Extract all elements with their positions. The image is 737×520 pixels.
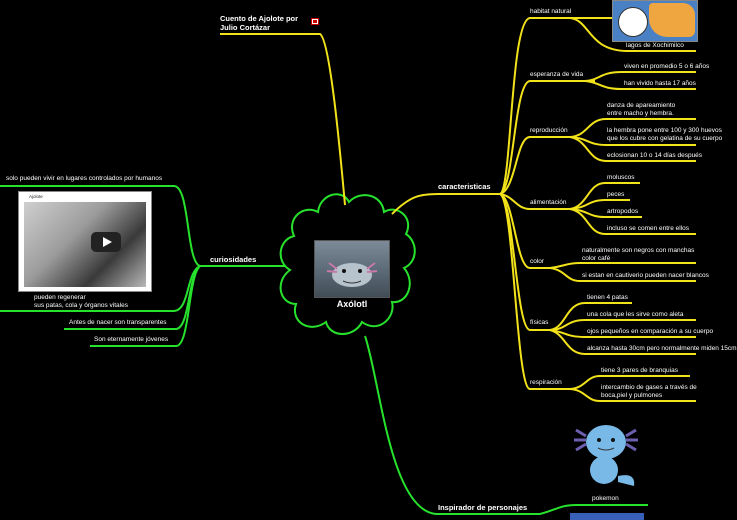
inspirador-node: Inspirador de personajes xyxy=(438,503,528,512)
pokemon-image xyxy=(570,513,644,520)
respiracion-node: respiración xyxy=(530,379,562,386)
map-image xyxy=(612,0,698,42)
curiosidad-item: Antes de nacer son transparentes xyxy=(69,319,167,326)
alimentacion-item: peces xyxy=(607,191,625,198)
reproduccion-item: la hembra pone entre 100 y 300 huevos xyxy=(607,127,722,134)
alimentacion-item: moluscos xyxy=(607,174,635,181)
wooper-image xyxy=(568,420,644,490)
video-thumbnail[interactable]: Ajolote xyxy=(18,191,152,292)
map-land xyxy=(649,3,695,37)
fisicas-node: físicas xyxy=(530,319,549,326)
esperanza-node: esperanza de vida xyxy=(530,71,584,78)
globe-icon xyxy=(618,7,648,37)
central-node-title: Axólotl xyxy=(336,299,368,309)
cuento-node-line1: Cuento de Ajolote por xyxy=(220,14,299,23)
curiosidad-item: solo pueden vivir en lugares controlados… xyxy=(6,175,163,182)
habitat-item: lagos de Xochimilco xyxy=(626,42,684,49)
axolotl-photo xyxy=(314,240,390,298)
color-item: naturalmente son negros con manchas xyxy=(582,247,695,254)
flag-icon[interactable] xyxy=(311,18,319,25)
fisicas-item: alcanza hasta 30cm pero normalmente mide… xyxy=(587,345,737,352)
caracteristicas-node: caracteristicas xyxy=(438,182,491,191)
alimentacion-node: alimentación xyxy=(530,199,567,206)
respiracion-item: boca,piel y pulmones xyxy=(601,392,663,399)
respiracion-item: intercambio de gases a través de xyxy=(601,384,697,391)
alimentacion-item: incluso se comen entre ellos xyxy=(607,225,690,232)
reproduccion-item: danza de apareamiento xyxy=(607,102,676,109)
cuento-node-line2: Julio Cortázar xyxy=(220,23,271,32)
curiosidad-item: Son eternamente jóvenes xyxy=(94,336,169,343)
reproduccion-node: reproducción xyxy=(530,127,568,134)
video-title: Ajolote xyxy=(29,194,43,199)
reproduccion-item: que los cubre con gelatina de su cuerpo xyxy=(607,135,723,142)
fisicas-item: ojos pequeños en comparación a su cuerpo xyxy=(587,328,714,335)
respiracion-item: tiene 3 pares de branquias xyxy=(601,367,678,374)
color-item: color café xyxy=(582,255,611,262)
fisicas-item: tienen 4 patas xyxy=(587,294,628,301)
habitat-node: habitat natural xyxy=(530,8,572,15)
curiosidades-node: curiosidades xyxy=(210,255,257,264)
curiosidad-item: pueden regenerar xyxy=(34,294,86,301)
curiosidad-item: sus patas, cola y órganos vitales xyxy=(34,302,128,309)
play-icon[interactable] xyxy=(91,232,121,252)
alimentacion-item: artropodos xyxy=(607,208,639,215)
fisicas-item: una cola que les sirve como aleta xyxy=(587,311,684,318)
inspirador-item: pokemon xyxy=(592,495,619,502)
esperanza-item: han vivido hasta 17 años xyxy=(624,80,696,87)
esperanza-item: viven en promedio 5 o 6 años xyxy=(624,63,710,70)
video-screen xyxy=(24,202,146,287)
color-item: si estan en cautiverio pueden nacer blan… xyxy=(582,272,709,279)
reproduccion-item: eclosionan 10 o 14 días después xyxy=(607,152,703,159)
color-node: color xyxy=(530,258,545,265)
reproduccion-item: entre macho y hembra. xyxy=(607,110,674,117)
